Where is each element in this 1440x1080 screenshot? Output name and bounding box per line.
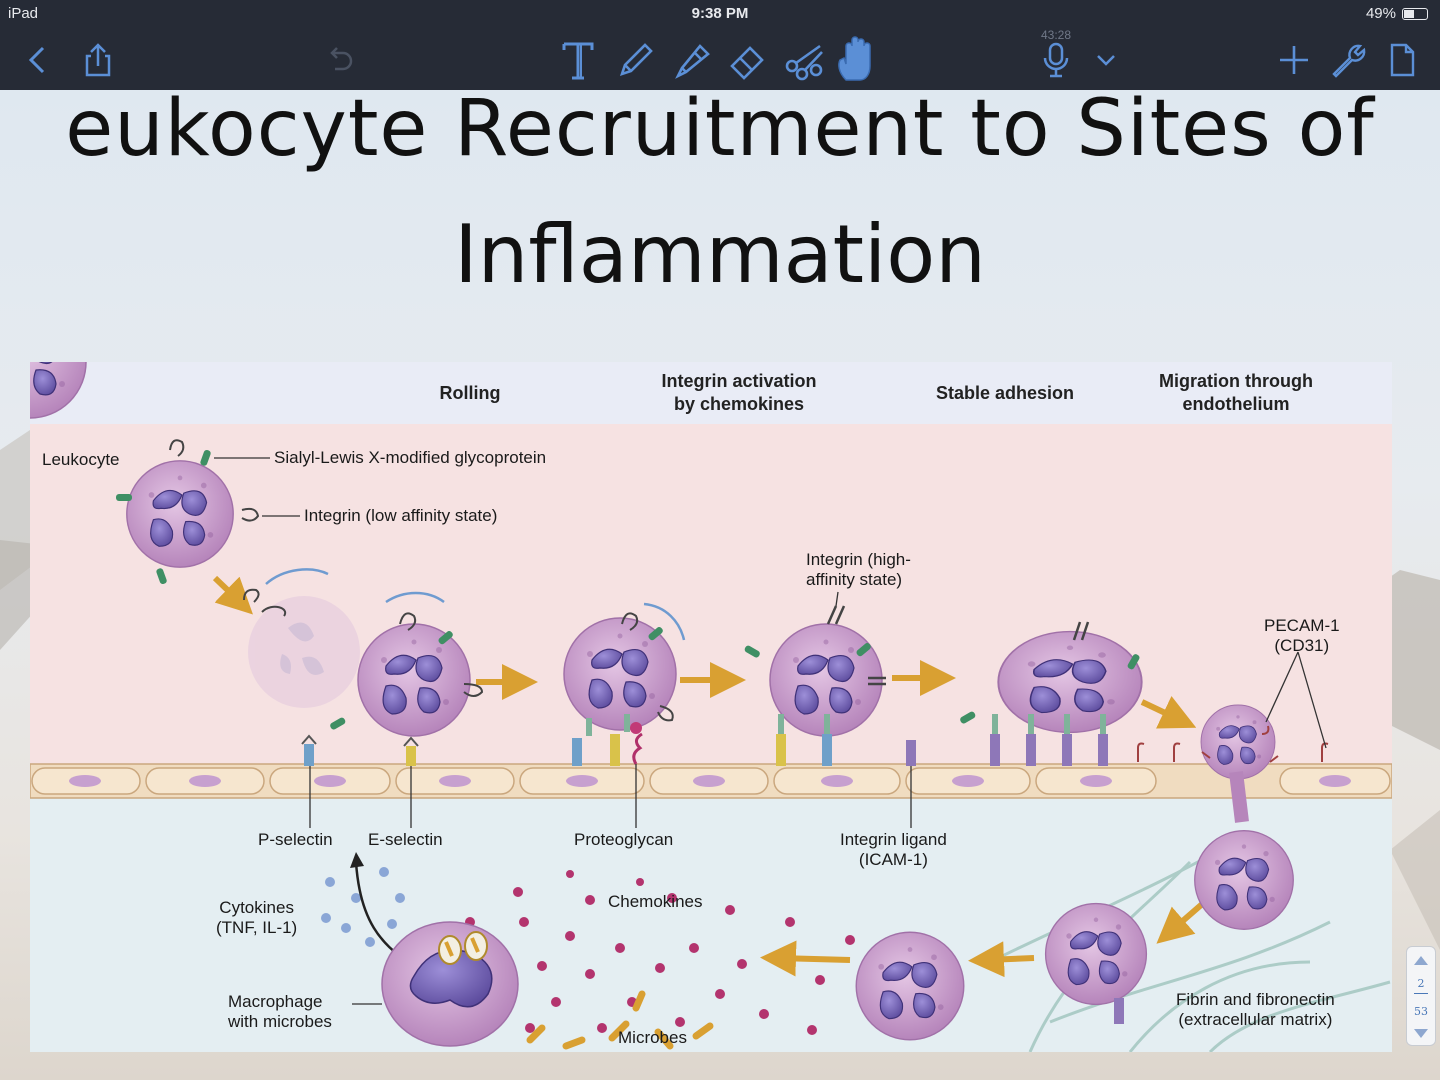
page-divider — [1414, 993, 1428, 994]
endothelium — [30, 763, 1392, 799]
header-band — [30, 362, 1392, 424]
label-fibrin: Fibrin and fibronectin (extracellular ma… — [1176, 990, 1335, 1030]
hand-tool-icon[interactable] — [830, 34, 880, 84]
leukocyte-rolling — [357, 623, 471, 737]
share-icon[interactable] — [76, 38, 120, 82]
leukocyte-template — [30, 362, 87, 419]
label-leukocyte: Leukocyte — [42, 450, 120, 469]
high-affinity-integrins — [826, 605, 1090, 686]
header-migration: Migration through endothelium — [1159, 371, 1313, 415]
label-p-selectin: P-selectin — [258, 830, 333, 849]
label-macrophage: Macrophage with microbes — [228, 992, 332, 1032]
eraser-tool-icon[interactable] — [726, 38, 770, 82]
header-rolling: Rolling — [439, 383, 501, 403]
rolling-arrows — [265, 568, 686, 641]
leukocyte-tissue-1 — [1044, 902, 1148, 1006]
page-up-icon[interactable] — [1412, 953, 1430, 967]
label-proteoglycan: Proteoglycan — [574, 830, 674, 849]
glycoprotein-knobs — [116, 449, 1140, 730]
label-chemokines: Chemokines — [608, 892, 703, 911]
current-page: 2 — [1417, 977, 1425, 990]
page-scroller[interactable]: 2 53 — [1406, 946, 1436, 1046]
endothelial-receptors — [301, 714, 1329, 1024]
wrench-icon[interactable] — [1326, 38, 1370, 82]
microbe-rods — [526, 990, 714, 1050]
cytokine-dots — [321, 867, 405, 947]
label-cytokines: Cytokines (TNF, IL-1) — [216, 898, 298, 938]
pen-tool-icon[interactable] — [614, 38, 658, 82]
label-e-selectin: E-selectin — [368, 830, 443, 849]
total-pages: 53 — [1414, 1005, 1428, 1018]
slide-title-line1: eukocyte Recruitment to Sites of — [65, 90, 1375, 174]
leukocyte-migrating — [1194, 704, 1294, 930]
device-name: iPad — [8, 5, 39, 22]
battery-icon — [1402, 7, 1428, 20]
page-icon[interactable] — [1380, 38, 1424, 82]
header-integrin-activation: Integrin activation by chemokines — [661, 371, 817, 415]
ghost-leukocyte — [248, 596, 360, 708]
slide-title-line2: Inflammation — [454, 208, 986, 301]
integrin-loops — [169, 439, 674, 722]
undo-icon[interactable] — [318, 38, 362, 82]
status-bar: iPad 9:38 PM 49% — [0, 0, 1440, 28]
leader-lines — [214, 457, 1327, 1005]
header-stable-adhesion: Stable adhesion — [935, 383, 1075, 403]
recording-timer: 43:28 — [1040, 28, 1072, 42]
label-integrin-high: Integrin (high- affinity state) — [806, 550, 911, 590]
slide: eukocyte Recruitment to Sites of Inflamm… — [0, 90, 1440, 1080]
microphone-icon[interactable] — [1034, 38, 1078, 82]
leukocyte-recruitment-figure: Rolling Integrin activation by chemokine… — [30, 362, 1392, 1052]
scissors-tool-icon[interactable] — [782, 38, 826, 82]
label-pecam: PECAM-1 (CD31) — [1264, 616, 1340, 656]
label-microbes: Microbes — [618, 1028, 687, 1047]
chevron-down-icon[interactable] — [1084, 38, 1128, 82]
highlighter-tool-icon[interactable] — [670, 38, 714, 82]
status-icons: 49% — [1366, 5, 1428, 22]
page-down-icon[interactable] — [1412, 1027, 1430, 1041]
figure-illustration — [30, 362, 1392, 1052]
label-integrin-ligand: Integrin ligand (ICAM-1) — [840, 830, 947, 870]
label-sialyl-lewis: Sialyl-Lewis X-modified glycoprotein — [274, 448, 547, 467]
leukocyte-free — [126, 460, 234, 568]
text-tool-icon[interactable] — [556, 38, 600, 82]
clock: 9:38 PM — [691, 5, 749, 22]
leukocyte-tissue-2 — [855, 931, 965, 1041]
back-chevron-icon[interactable] — [16, 38, 60, 82]
battery-percent: 49% — [1365, 5, 1396, 22]
add-icon[interactable] — [1272, 38, 1316, 82]
macrophage — [381, 921, 519, 1047]
label-integrin-low: Integrin (low affinity state) — [304, 506, 498, 525]
toolbar: 43:28 — [0, 28, 1440, 90]
